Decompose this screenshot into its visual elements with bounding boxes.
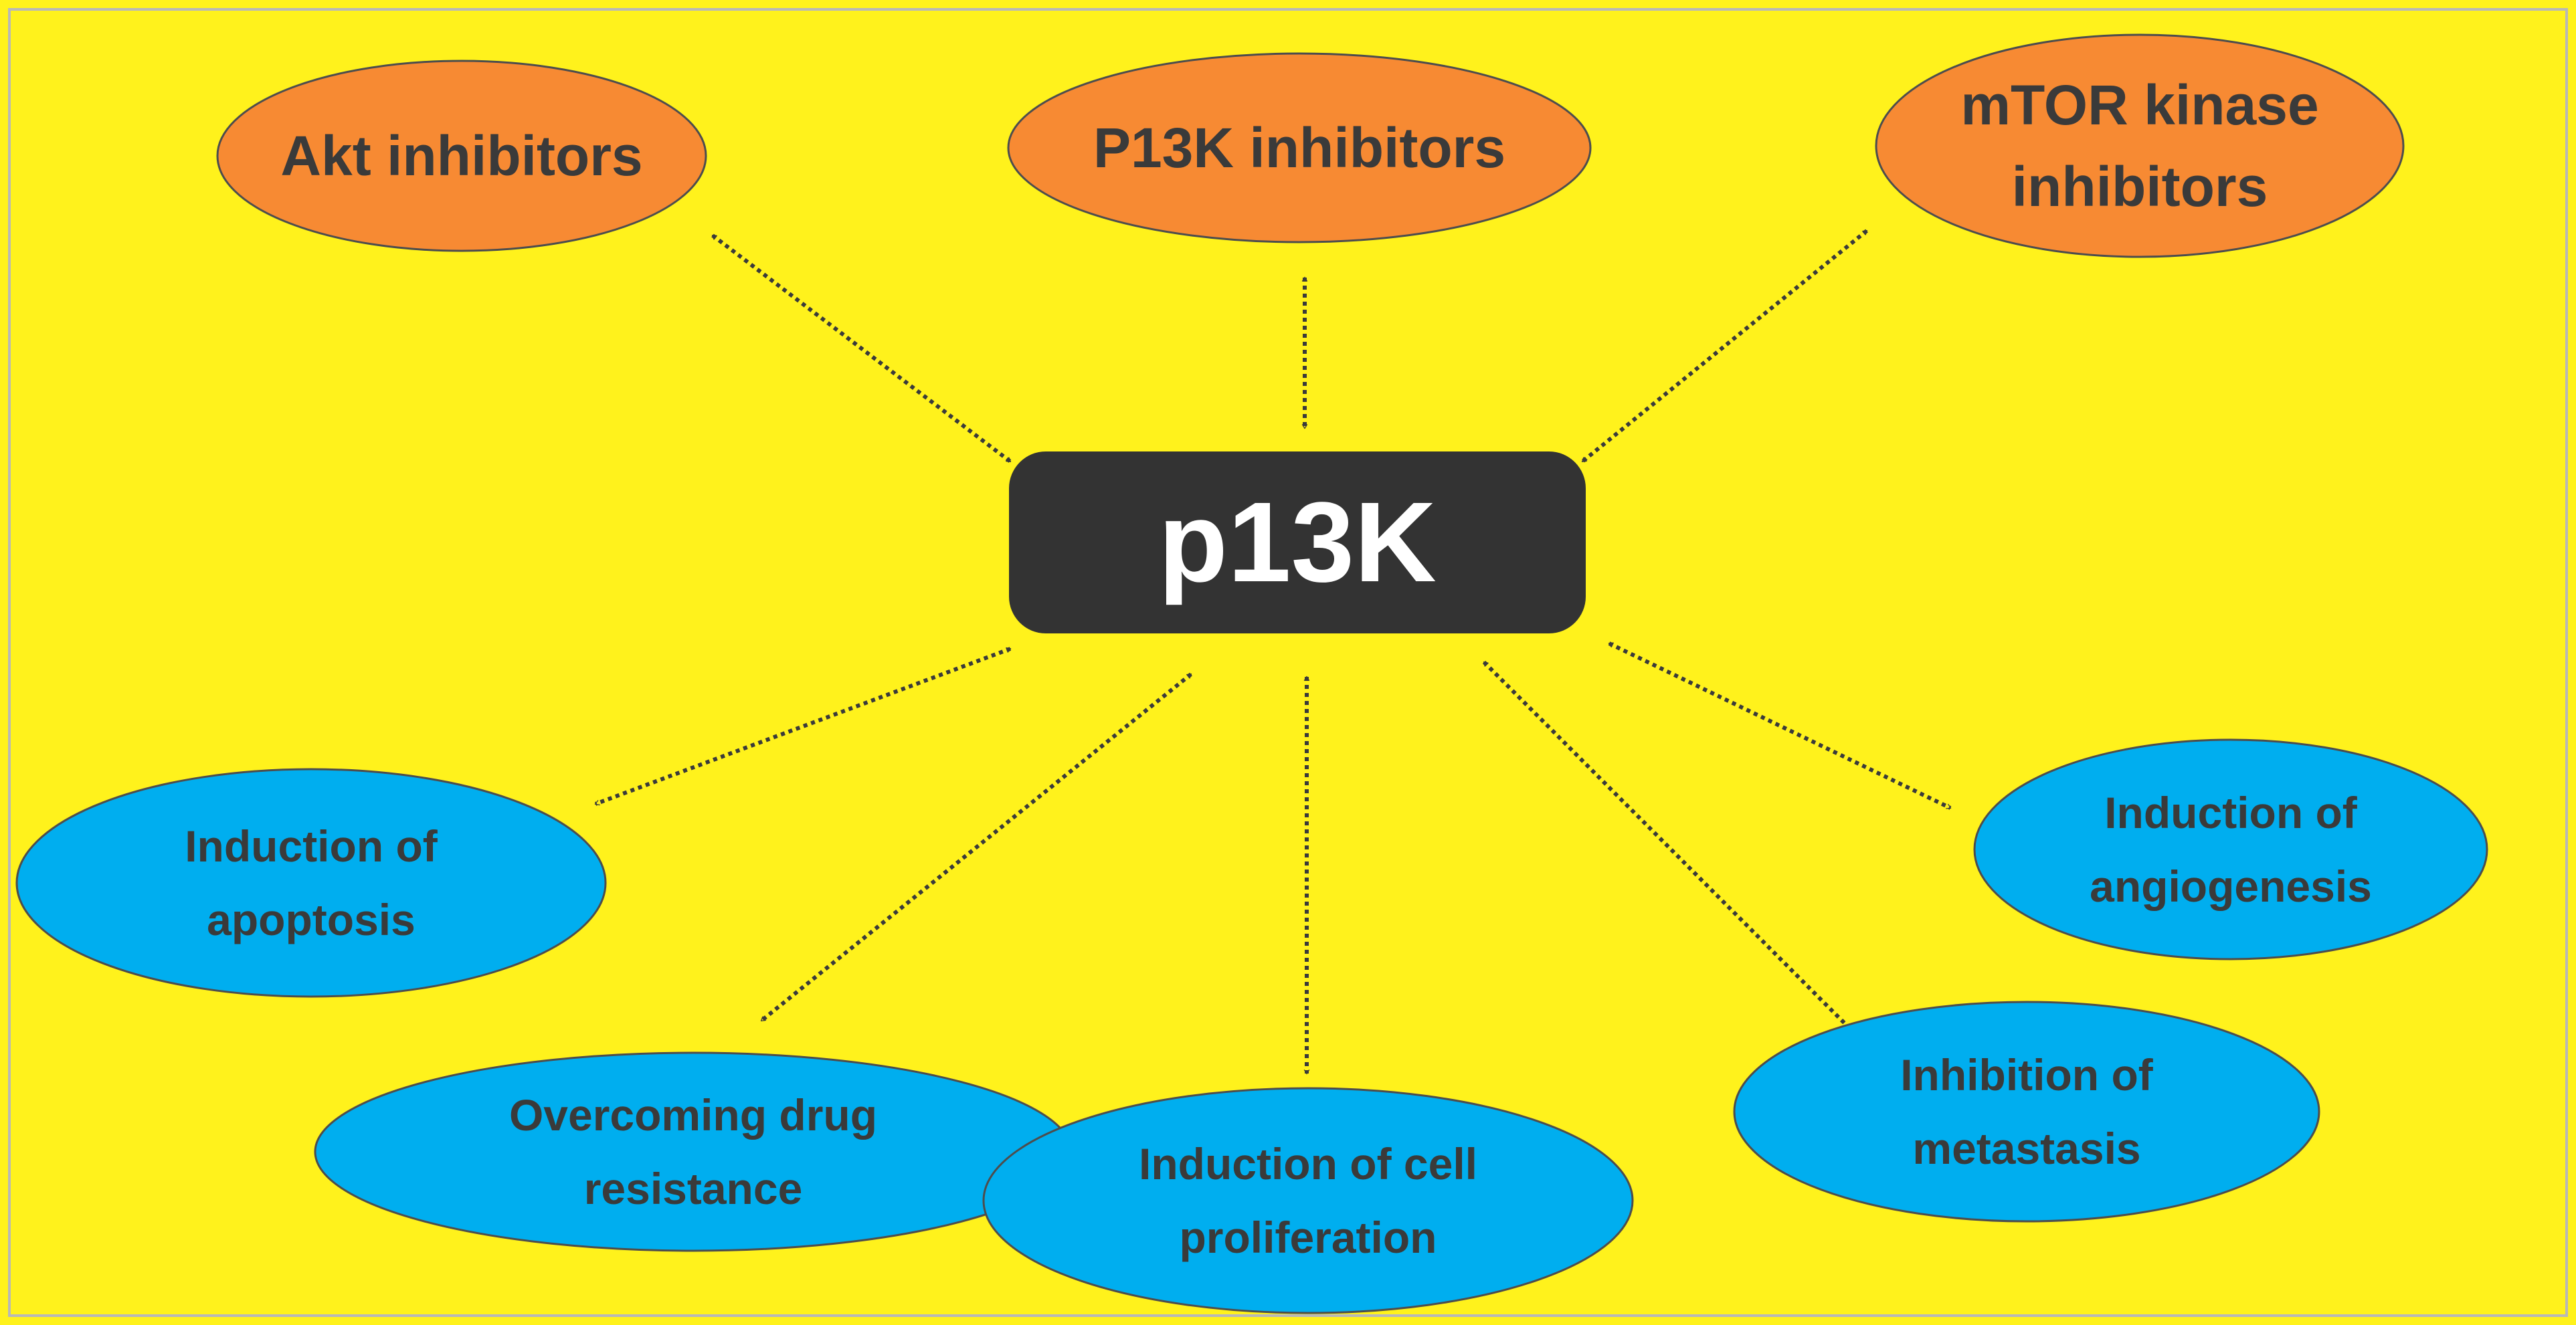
effect-label: Induction of (2104, 788, 2358, 837)
inhibitor-node-akt: Akt inhibitors (216, 60, 707, 252)
inhibitor-ellipse (1007, 52, 1592, 243)
connectors-layer (594, 229, 1952, 1075)
effect-ellipse (1973, 738, 2488, 960)
effect-label: angiogenesis (2090, 861, 2372, 911)
effect-ellipse (982, 1087, 1634, 1314)
inhibitor-label: mTOR kinase (1960, 74, 2318, 136)
inhibitor-ellipse (216, 60, 707, 252)
effect-label: resistance (584, 1164, 803, 1213)
effect-label: Overcoming drug (509, 1090, 877, 1140)
connector-arrow-mtor (1581, 229, 1868, 464)
connector-arrow-akt (711, 233, 1012, 464)
effect-node-angiogenesis: Induction of angiogenesis (1973, 738, 2488, 960)
diagram-border (8, 8, 2568, 1317)
connector-arrow-drug-resistance (760, 672, 1192, 1023)
effect-label: proliferation (1179, 1213, 1437, 1262)
effect-node-cell-proliferation: Induction of cell proliferation (982, 1087, 1634, 1314)
effect-ellipse (15, 768, 607, 998)
hub-box (1009, 451, 1586, 633)
inhibitor-label: Akt inhibitors (280, 124, 642, 187)
effect-label: Induction of (185, 821, 438, 871)
effect-label: Induction of cell (1139, 1139, 1477, 1189)
effect-label: apoptosis (207, 895, 416, 944)
inhibitor-node-mtor: mTOR kinase inhibitors (1875, 33, 2405, 258)
effect-node-drug-resistance: Overcoming drug resistance (314, 1051, 1073, 1252)
inhibitor-label: P13K inhibitors (1093, 116, 1505, 179)
effect-label: Inhibition of (1900, 1050, 2154, 1100)
nodes-layer: Akt inhibitors P13K inhibitors mTOR kinase… (15, 33, 2488, 1314)
hub-label: p13K (1158, 479, 1437, 606)
effect-ellipse (1733, 1001, 2320, 1223)
effect-node-apoptosis: Induction of apoptosis (15, 768, 607, 998)
effect-label: metastasis (1912, 1124, 2140, 1173)
connector-arrow-angiogenesis (1608, 641, 1952, 810)
inhibitor-ellipse (1875, 33, 2405, 258)
effect-ellipse (314, 1051, 1073, 1252)
hub-node: p13K (1009, 451, 1586, 633)
effect-node-metastasis: Inhibition of metastasis (1733, 1001, 2320, 1223)
inhibitor-node-p13k: P13K inhibitors (1007, 52, 1592, 243)
inhibitor-label: inhibitors (2012, 155, 2268, 218)
